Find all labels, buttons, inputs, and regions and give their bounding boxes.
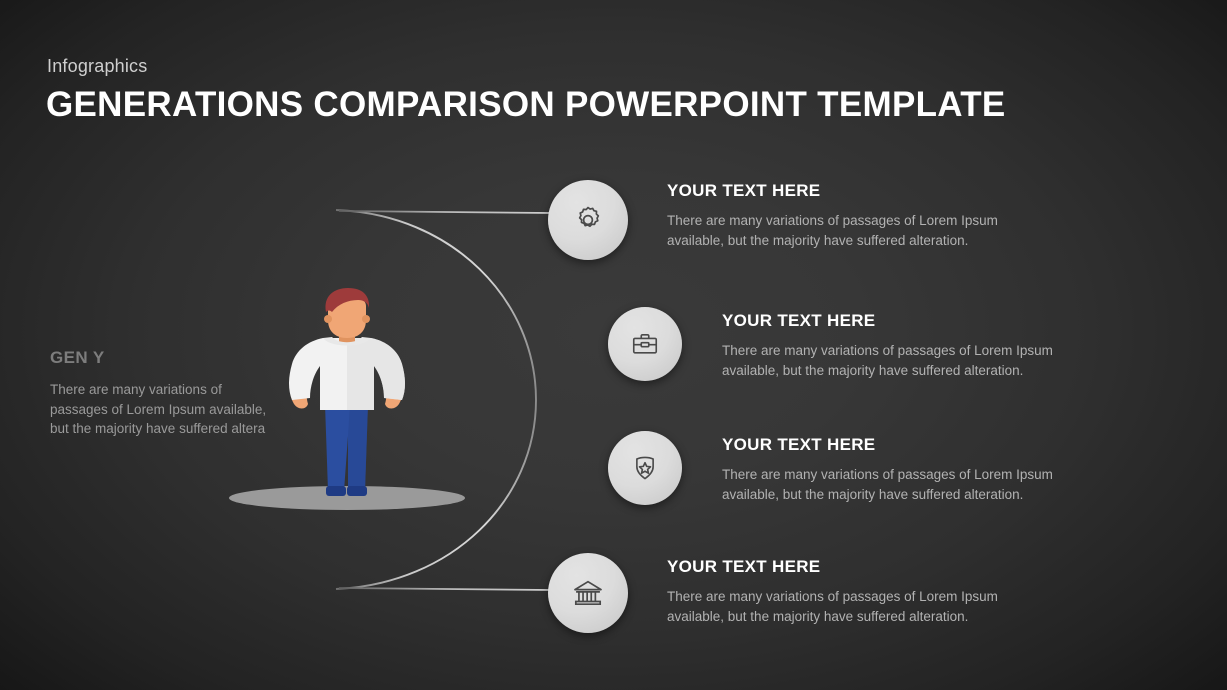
item-2-body: There are many variations of passages of… <box>722 343 1053 378</box>
item-2-heading: YOUR TEXT HERE <box>722 311 876 330</box>
item-4-body: There are many variations of passages of… <box>667 589 998 624</box>
eyebrow-label: Infographics <box>47 56 148 76</box>
node-circle-bank[interactable] <box>548 553 628 633</box>
node-circle-gear[interactable] <box>548 180 628 260</box>
generation-body: There are many variations of passages of… <box>50 382 267 436</box>
gear-icon <box>578 206 600 228</box>
main-arc <box>335 209 537 590</box>
shield-star-icon <box>636 456 654 480</box>
node-circle-briefcase[interactable] <box>608 307 682 381</box>
item-4-heading: YOUR TEXT HERE <box>667 557 821 576</box>
generation-description: GEN Y There are many variations of passa… <box>50 348 280 439</box>
shoe-left <box>326 486 346 496</box>
item-1-body: There are many variations of passages of… <box>667 213 998 248</box>
text-block-4: YOUR TEXT HERE There are many variations… <box>667 557 1027 626</box>
text-block-3: YOUR TEXT HERE There are many variations… <box>722 435 1082 504</box>
page-title: GENERATIONS COMPARISON POWERPOINT TEMPLA… <box>46 85 1006 124</box>
item-3-body: There are many variations of passages of… <box>722 467 1053 502</box>
text-block-1: YOUR TEXT HERE There are many variations… <box>667 181 1027 250</box>
connector-4 <box>338 587 552 591</box>
gen-y-person-illustration <box>229 288 465 510</box>
node-circle-shield[interactable] <box>608 431 682 505</box>
briefcase-icon <box>632 333 658 354</box>
connector-1 <box>338 210 552 214</box>
bank-icon <box>574 580 602 606</box>
shoe-right <box>347 486 367 496</box>
item-1-heading: YOUR TEXT HERE <box>667 181 821 200</box>
text-block-2: YOUR TEXT HERE There are many variations… <box>722 311 1082 380</box>
generation-label: GEN Y <box>50 348 105 367</box>
item-3-heading: YOUR TEXT HERE <box>722 435 876 454</box>
floor-shadow-ellipse <box>229 486 465 510</box>
hair-shape <box>325 288 370 312</box>
